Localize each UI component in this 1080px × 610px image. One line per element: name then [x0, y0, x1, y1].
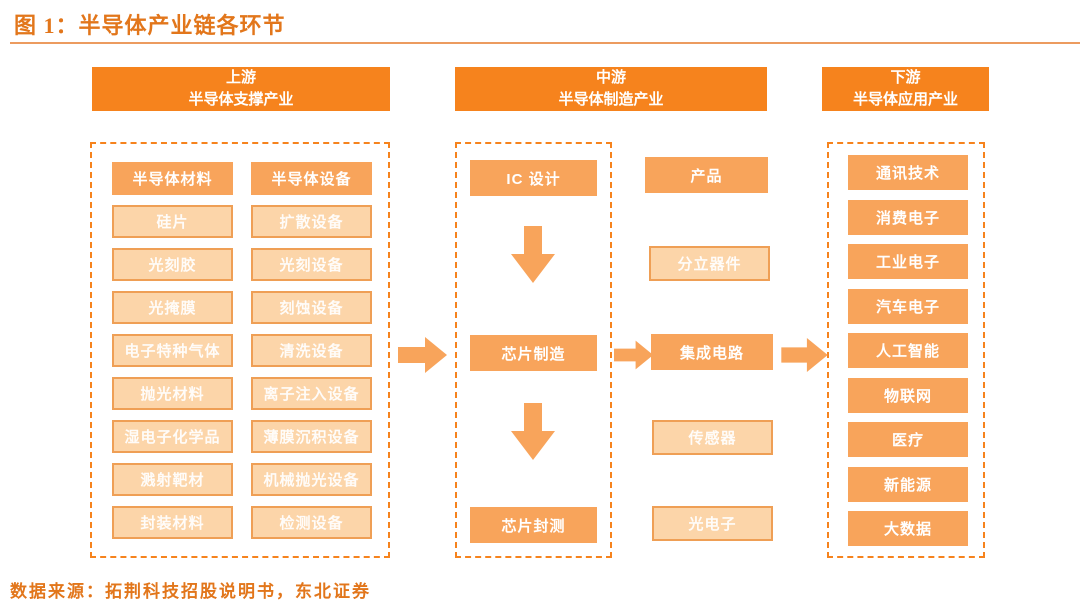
downstream-header-line1: 下游 [890, 69, 921, 87]
semiconductor-equipment-box: 半导体设备 [251, 162, 372, 195]
title-divider [10, 42, 1080, 44]
midstream-header-line1: 中游 [595, 69, 626, 87]
cleaning-equipment-box: 清洗设备 [251, 334, 372, 367]
medical-box: 医疗 [848, 422, 968, 457]
midstream-header-line2: 半导体制造产业 [558, 91, 664, 108]
etching-equipment-box: 刻蚀设备 [251, 291, 372, 324]
optoelectronics-box: 光电子 [652, 506, 773, 541]
right-arrow-icon [398, 337, 447, 373]
down-arrow-icon [511, 403, 555, 460]
downstream-header-line2: 半导体应用产业 [852, 91, 958, 108]
lithography-equipment-box: 光刻设备 [251, 248, 372, 281]
silicon-wafer-box: 硅片 [112, 205, 233, 238]
midstream-dashed-box [455, 142, 612, 558]
integrated-circuit-box: 集成电路 [651, 334, 773, 370]
sputtering-target-box: 溅射靶材 [112, 463, 233, 496]
chip-packaging-testing-box: 芯片封测 [470, 507, 597, 543]
polishing-materials-box: 抛光材料 [112, 377, 233, 410]
downstream-dashed-box [827, 142, 985, 558]
data-source: 数据来源：拓荆科技招股说明书，东北证券 [10, 582, 371, 601]
iot-box: 物联网 [848, 377, 968, 413]
inspection-equipment-box: 检测设备 [251, 506, 372, 539]
thin-film-deposition-equipment-box: 薄膜沉积设备 [251, 420, 372, 453]
right-arrow-icon [781, 337, 828, 373]
automotive-electronics-box: 汽车电子 [848, 288, 968, 324]
figure-title: 图 1：半导体产业链各环节 [14, 13, 286, 38]
wet-electronic-chemicals-box: 湿电子化学品 [112, 420, 233, 453]
upstream-header: 上游 半导体支撑产业 [92, 67, 390, 111]
discrete-devices-box: 分立器件 [649, 246, 770, 281]
upstream-header-line1: 上游 [225, 69, 256, 87]
packaging-materials-box: 封装材料 [112, 506, 233, 539]
photomask-box: 光掩膜 [112, 291, 233, 324]
diffusion-equipment-box: 扩散设备 [251, 205, 372, 238]
products-box: 产品 [645, 157, 768, 193]
ion-implantation-equipment-box: 离子注入设备 [251, 377, 372, 410]
upstream-header-line2: 半导体支撑产业 [188, 91, 294, 108]
upstream-materials-column: 半导体材料 硅片 光刻胶 光掩膜 电子特种气体 抛光材料 湿电子化学品 溅射靶材… [112, 162, 233, 539]
artificial-intelligence-box: 人工智能 [848, 333, 968, 368]
downstream-header: 下游 半导体应用产业 [822, 67, 989, 111]
sensor-box: 传感器 [652, 420, 773, 455]
midstream-header: 中游 半导体制造产业 [455, 67, 767, 111]
new-energy-box: 新能源 [848, 466, 968, 502]
right-arrow-icon [614, 340, 654, 370]
semiconductor-materials-box: 半导体材料 [112, 162, 233, 195]
communication-technology-box: 通讯技术 [848, 155, 968, 190]
consumer-electronics-box: 消费电子 [848, 199, 968, 235]
upstream-equipment-column: 半导体设备 扩散设备 光刻设备 刻蚀设备 清洗设备 离子注入设备 薄膜沉积设备 … [251, 162, 372, 539]
chip-manufacturing-box: 芯片制造 [470, 335, 597, 371]
electronic-specialty-gas-box: 电子特种气体 [112, 334, 233, 367]
mechanical-polishing-equipment-box: 机械抛光设备 [251, 463, 372, 496]
industrial-electronics-box: 工业电子 [848, 244, 968, 279]
photoresist-box: 光刻胶 [112, 248, 233, 281]
big-data-box: 大数据 [848, 511, 968, 546]
down-arrow-icon [511, 226, 555, 283]
downstream-applications-column: 通讯技术 消费电子 工业电子 汽车电子 人工智能 物联网 医疗 新能源 大数据 [848, 155, 968, 546]
ic-design-box: IC 设计 [470, 160, 597, 196]
upstream-dashed-box [90, 142, 390, 558]
